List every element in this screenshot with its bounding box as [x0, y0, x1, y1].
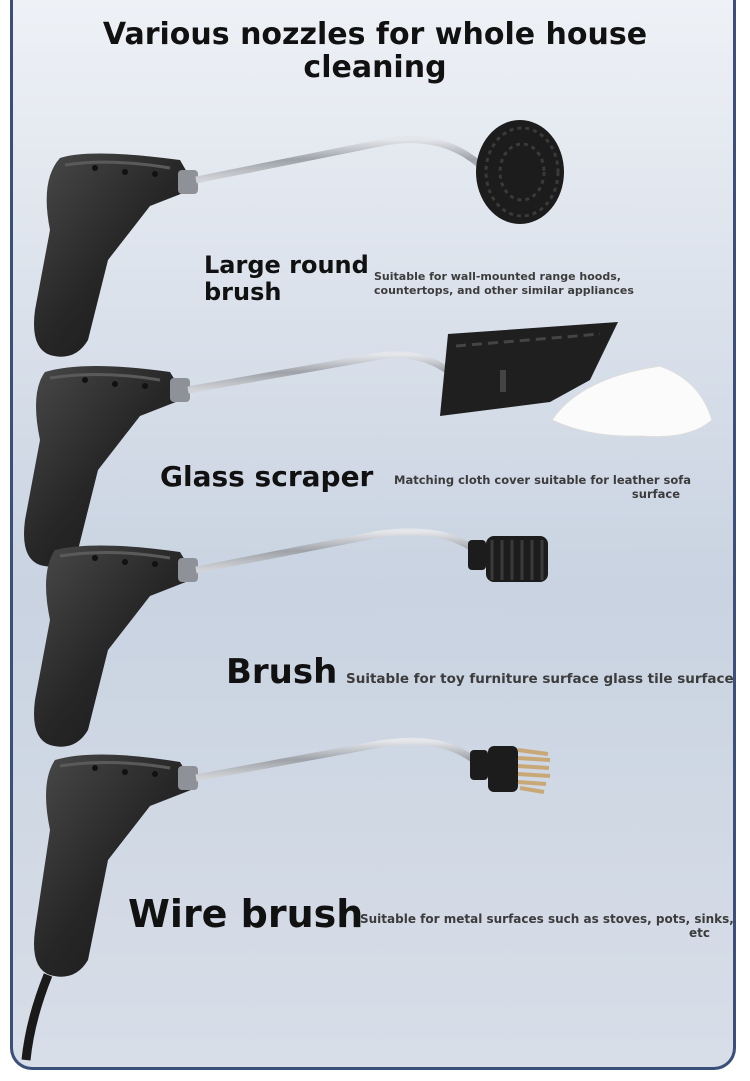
title-line-2: cleaning — [303, 50, 447, 85]
small-brush-head-icon — [468, 536, 548, 582]
nozzle-desc-brush: Suitable for toy furniture surface glass… — [346, 671, 734, 687]
nozzle-desc-large-round-brush: Suitable for wall-mounted range hoods, c… — [374, 270, 634, 297]
nozzle-name-wire-brush: Wire brush — [128, 892, 364, 936]
small-brush-tool — [34, 528, 548, 747]
glass-scraper-head-icon — [440, 322, 618, 416]
nozzle-rod — [195, 528, 474, 574]
steam-gun-handle — [34, 754, 198, 977]
nozzle-rod — [195, 737, 477, 782]
wire-brush-tool — [21, 737, 551, 1061]
cloth-cover-icon — [551, 365, 713, 438]
steam-gun-handle — [34, 545, 198, 747]
nozzle-name-brush: Brush — [226, 652, 338, 692]
steam-hose — [21, 973, 53, 1061]
glass-scraper-tool — [24, 322, 713, 567]
title-line-1: Various nozzles for whole house — [102, 17, 648, 52]
steam-gun-handle — [24, 366, 190, 567]
nozzle-name-glass-scraper: Glass scraper — [160, 460, 374, 493]
round-brush-tool — [34, 120, 564, 357]
nozzle-desc-wire-brush: Suitable for metal surfaces such as stov… — [360, 912, 734, 940]
wire-brush-head-icon — [470, 746, 551, 794]
nozzle-rod — [195, 135, 483, 184]
nozzle-desc-glass-scraper: Matching cloth cover suitable for leathe… — [394, 473, 692, 501]
round-brush-head-icon — [476, 120, 564, 224]
page-title: Various nozzles for whole house cleaning — [30, 18, 720, 84]
steam-gun-handle — [34, 153, 198, 357]
nozzle-rod — [187, 351, 453, 394]
nozzle-name-large-round-brush: Large round brush — [204, 251, 369, 306]
